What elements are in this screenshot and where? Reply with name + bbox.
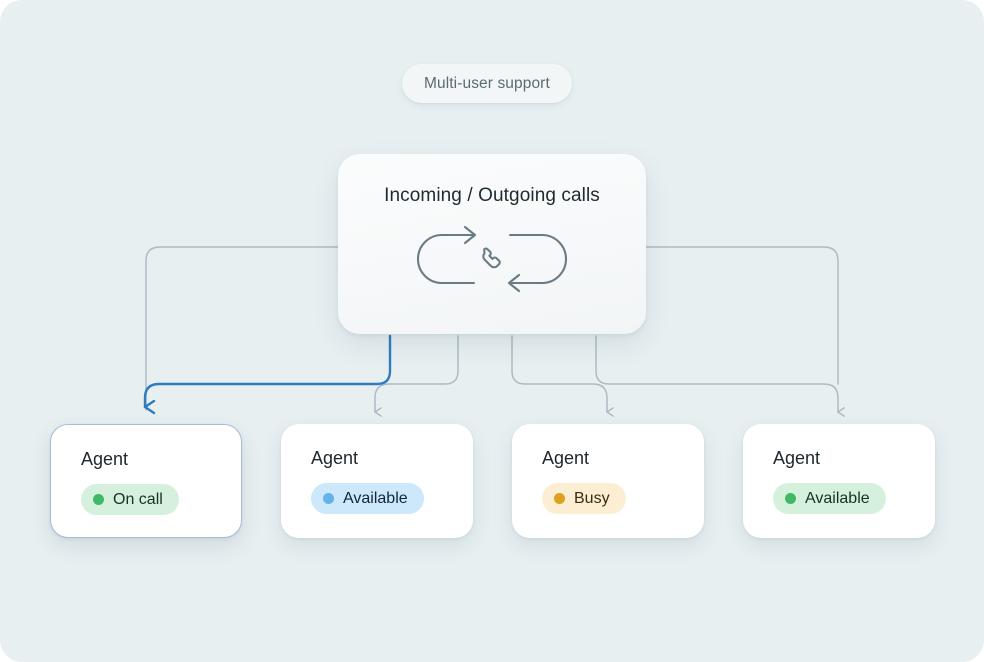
wire-to-agent-1-active <box>143 334 392 407</box>
status-dot-icon <box>785 493 796 504</box>
status-badge: Busy <box>542 483 626 514</box>
status-badge: Available <box>773 483 886 514</box>
hub-title: Incoming / Outgoing calls <box>384 185 600 206</box>
agent-card-2[interactable]: Agent Available <box>281 424 473 538</box>
wire-to-agent-3 <box>511 335 614 417</box>
wire-to-agent-2 <box>374 335 459 417</box>
incoming-outgoing-calls-icon <box>414 223 570 304</box>
status-badge: On call <box>81 484 179 515</box>
status-dot-icon <box>93 494 104 505</box>
status-label: Available <box>343 489 408 507</box>
wire-hub-left-rail <box>145 246 341 411</box>
status-dot-icon <box>323 493 334 504</box>
wire-hub-right-rail <box>645 246 839 385</box>
agent-name: Agent <box>311 448 359 468</box>
status-label: Available <box>805 489 870 507</box>
agent-name: Agent <box>542 448 590 468</box>
agent-card-4[interactable]: Agent Available <box>743 424 935 538</box>
status-label: On call <box>113 490 163 508</box>
agent-name: Agent <box>773 448 821 468</box>
agent-name: Agent <box>81 449 129 469</box>
status-dot-icon <box>554 493 565 504</box>
multi-user-support-chip[interactable]: Multi-user support <box>402 64 572 103</box>
incoming-outgoing-calls-card[interactable]: Incoming / Outgoing calls <box>338 154 646 334</box>
chip-label: Multi-user support <box>424 74 550 92</box>
wire-to-agent-4-lower <box>595 335 845 417</box>
agent-card-1[interactable]: Agent On call <box>50 424 242 538</box>
status-label: Busy <box>574 489 610 507</box>
agent-card-3[interactable]: Agent Busy <box>512 424 704 538</box>
status-badge: Available <box>311 483 424 514</box>
